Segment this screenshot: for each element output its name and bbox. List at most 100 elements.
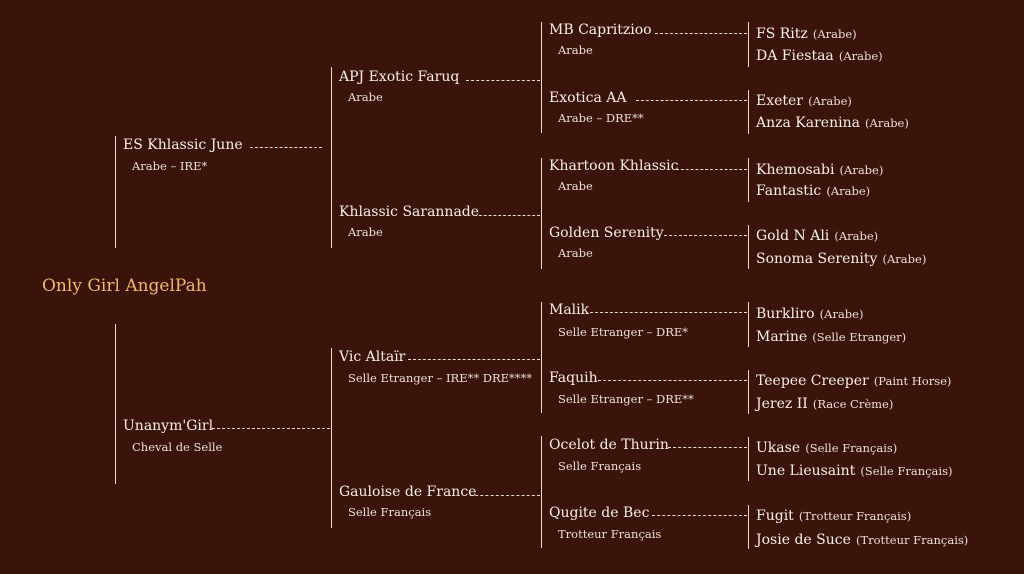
- gen4-breed: (Trotteur Français): [855, 533, 969, 547]
- gen4-name: Exeter: [756, 93, 804, 109]
- gen4-entry: Khemosabi (Arabe): [756, 159, 883, 178]
- gen3-name: MB Capritzioo: [549, 22, 652, 38]
- grandparent-name: Khlassic Sarannade: [339, 204, 480, 220]
- gen3-entry: MB Capritzioo Arabe: [549, 22, 652, 57]
- connector-dash: [676, 169, 747, 170]
- bracket-line: [748, 225, 749, 269]
- connector-dash: [212, 428, 330, 429]
- grandsire-entry: APJ Exotic Faruq Arabe: [339, 69, 459, 104]
- gen3-entry: Faquih Selle Etranger – DRE**: [549, 370, 694, 406]
- gen3-breed: Arabe: [558, 179, 593, 193]
- gen4-breed: (Arabe): [826, 184, 871, 198]
- bracket-line: [748, 22, 749, 67]
- connector-dash: [636, 100, 747, 101]
- gen3-breed: Arabe: [558, 246, 593, 260]
- bracket-line: [748, 505, 749, 549]
- connector-dash: [598, 380, 747, 381]
- gen4-name: Teepee Creeper: [756, 373, 869, 389]
- grandparent-name: Gauloise de France: [339, 484, 477, 500]
- gen4-entry: Exeter (Arabe): [756, 90, 852, 109]
- bracket-line: [748, 437, 749, 481]
- bracket-line: [115, 324, 116, 484]
- sire-breed: Arabe – IRE*: [132, 159, 208, 173]
- gen4-name: Ukase: [756, 440, 801, 456]
- gen4-name: Gold N Ali: [756, 228, 830, 244]
- gen3-breed: Selle Etranger – DRE**: [558, 392, 694, 406]
- gen4-name: Burkliro: [756, 306, 815, 322]
- gen4-breed: (Arabe): [834, 229, 879, 243]
- gen4-breed: (Selle Français): [805, 441, 898, 455]
- gen4-entry: FS Ritz (Arabe): [756, 23, 857, 42]
- gen3-entry: Ocelot de Thurin Selle Français: [549, 437, 669, 473]
- gen3-name: Golden Serenity: [549, 225, 664, 241]
- gen4-name: Fugit: [756, 508, 794, 524]
- gen3-breed: Trotteur Français: [558, 527, 662, 541]
- connector-dash: [466, 80, 540, 81]
- connector-dash: [655, 33, 747, 34]
- gen4-name: FS Ritz: [756, 26, 808, 42]
- grandparent-name: APJ Exotic Faruq: [339, 69, 460, 85]
- grandparent-name: Vic Altaïr: [339, 349, 406, 365]
- grandparent-breed: Arabe: [348, 225, 383, 239]
- gen4-entry: Fugit (Trotteur Français): [756, 505, 911, 524]
- connector-dash: [250, 147, 322, 148]
- sire-name: ES Khlassic June: [123, 137, 243, 153]
- gen3-name: Khartoon Khlassic: [549, 158, 679, 174]
- gen4-breed: (Arabe): [819, 307, 864, 321]
- dam-breed: Cheval de Selle: [132, 440, 223, 454]
- gen4-name: Khemosabi: [756, 162, 835, 178]
- bracket-line: [331, 348, 332, 528]
- bracket-line: [331, 67, 332, 248]
- gen4-breed: (Arabe): [839, 163, 884, 177]
- gen3-entry: Golden Serenity Arabe: [549, 225, 664, 260]
- gen4-entry: Josie de Suce (Trotteur Français): [756, 529, 968, 548]
- connector-dash: [590, 312, 747, 313]
- bracket-line: [541, 22, 542, 133]
- bracket-line: [541, 302, 542, 413]
- connector-dash: [668, 447, 747, 448]
- gen4-breed: (Trotteur Français): [798, 509, 912, 523]
- gen3-name: Malik: [549, 302, 590, 318]
- connector-dash: [664, 235, 747, 236]
- bracket-line: [541, 436, 542, 548]
- gen4-entry: Ukase (Selle Français): [756, 437, 897, 456]
- gen3-name: Qugite de Bec: [549, 505, 650, 521]
- gen4-breed: (Arabe): [838, 49, 883, 63]
- bracket-line: [748, 90, 749, 134]
- connector-dash: [470, 495, 540, 496]
- bracket-line: [748, 370, 749, 414]
- gen4-name: Josie de Suce: [756, 532, 851, 548]
- gen4-name: Anza Karenina: [756, 115, 860, 131]
- root-horse-name: Only Girl AngelPah: [42, 276, 207, 296]
- bracket-line: [748, 158, 749, 202]
- gen4-breed: (Selle Etranger): [812, 330, 907, 344]
- gen4-breed: (Arabe): [808, 94, 852, 108]
- gen4-entry: Marine (Selle Etranger): [756, 326, 906, 345]
- bracket-line: [115, 136, 116, 248]
- connector-dash: [408, 359, 540, 360]
- gen3-breed: Selle Français: [558, 459, 642, 473]
- gen4-breed: (Arabe): [882, 252, 927, 266]
- gen4-breed: (Arabe): [812, 27, 857, 41]
- gen4-breed: (Race Crème): [812, 397, 894, 411]
- bracket-line: [541, 158, 542, 269]
- gen4-breed: (Paint Horse): [873, 374, 952, 388]
- gen3-entry: Khartoon Khlassic Arabe: [549, 158, 678, 193]
- gen3-entry: Exotica AA Arabe – DRE**: [549, 90, 644, 125]
- connector-dash: [474, 215, 540, 216]
- gen4-breed: (Arabe): [865, 116, 909, 130]
- gen4-name: Jerez II: [756, 396, 808, 412]
- gen3-name: Ocelot de Thurin: [549, 437, 669, 453]
- gen3-breed: Selle Etranger – DRE*: [558, 325, 689, 339]
- bracket-line: [748, 302, 749, 347]
- gen4-name: Marine: [756, 329, 808, 345]
- gen4-entry: Anza Karenina (Arabe): [756, 112, 909, 131]
- gen4-entry: Sonoma Serenity (Arabe): [756, 248, 926, 267]
- gen4-name: DA Fiestaa: [756, 48, 834, 64]
- grandsire-entry: Vic Altaïr Selle Etranger – IRE** DRE***…: [339, 349, 532, 385]
- gen3-name: Faquih: [549, 370, 598, 386]
- dam-name: Unanym'Girl: [123, 418, 214, 434]
- grandparent-breed: Selle Français: [348, 505, 432, 519]
- gen3-breed: Arabe: [558, 43, 593, 57]
